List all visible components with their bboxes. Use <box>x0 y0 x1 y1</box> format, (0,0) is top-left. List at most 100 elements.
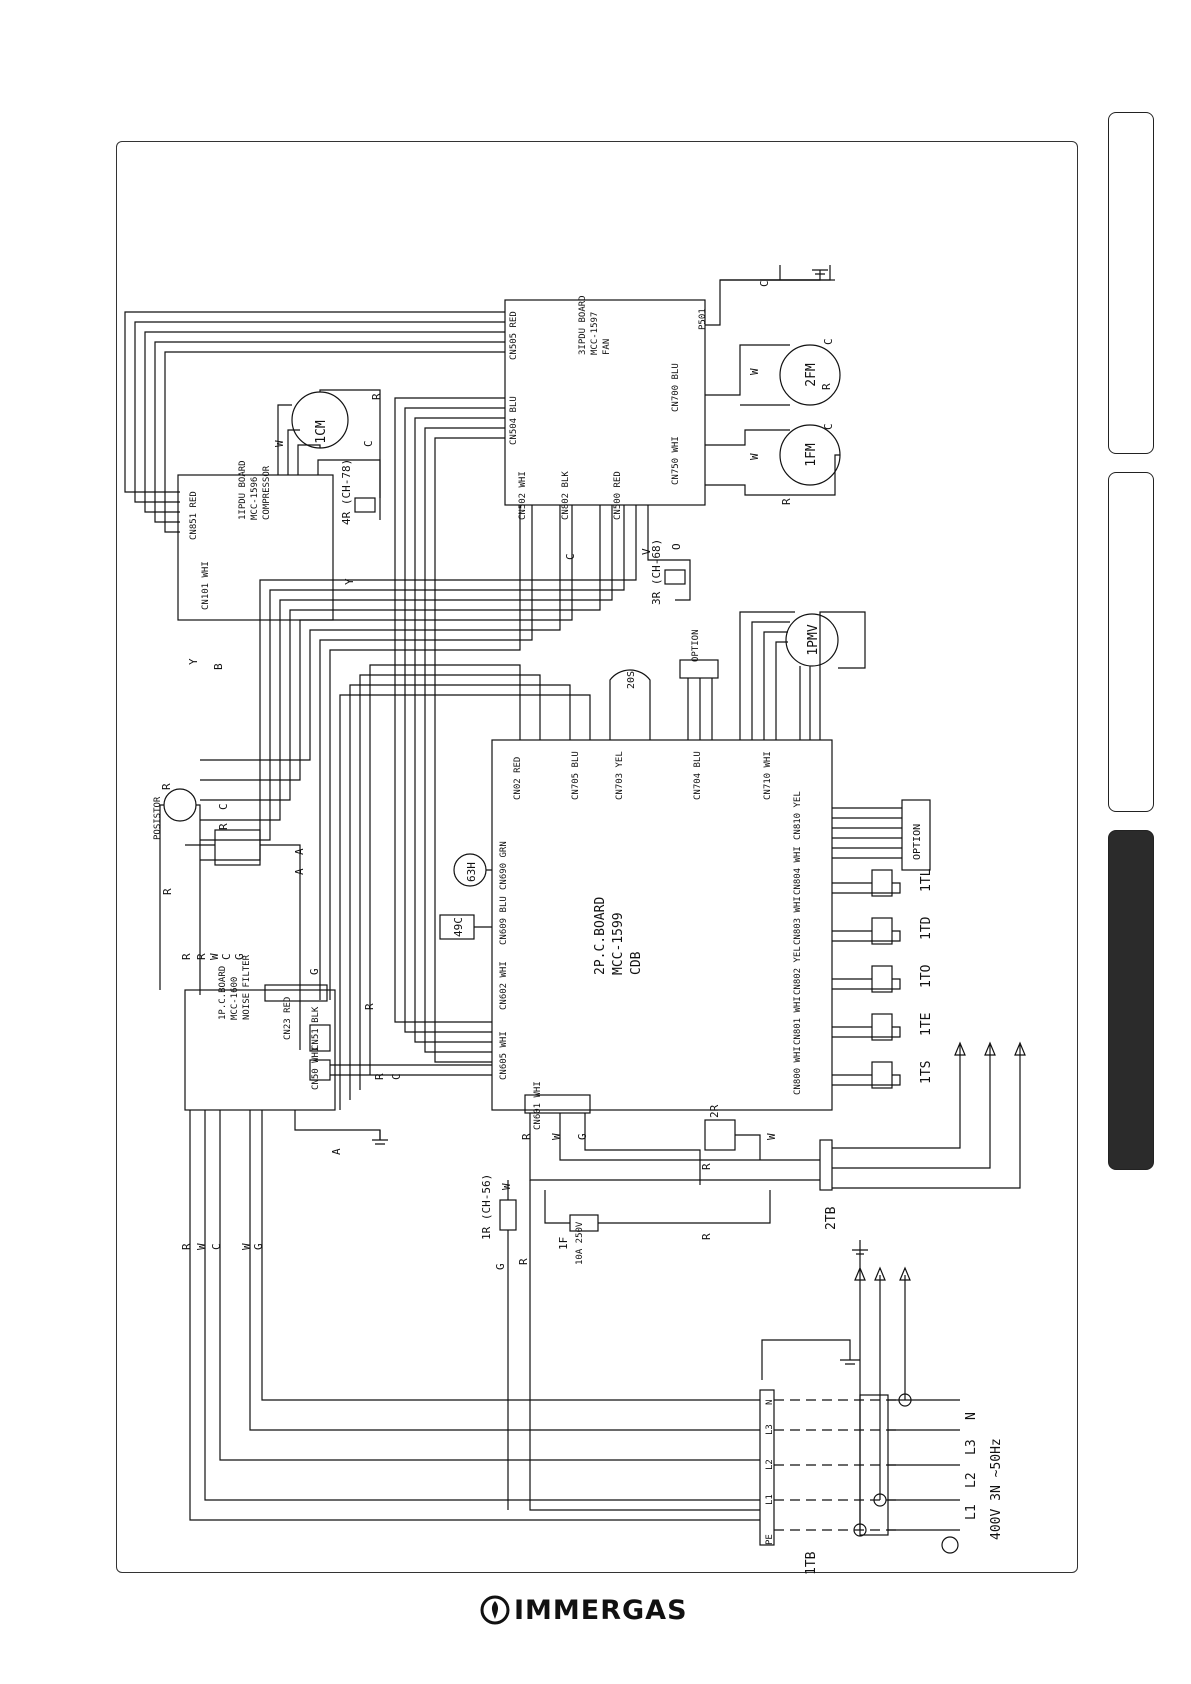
noise-filter-board-outline <box>184 989 336 1111</box>
switch-63h-label: 63H <box>465 862 478 882</box>
thermistor-1ts-label: 1TS <box>919 1061 934 1084</box>
wire-g-5: G <box>252 1243 265 1250</box>
wire-o-1: O <box>670 543 683 550</box>
wire-g-3: G <box>576 1133 589 1140</box>
cn704-label: CN704 BLU <box>693 751 703 800</box>
motor-1cm-label: 1CM <box>314 420 329 444</box>
option-2-label: OPTION <box>912 824 923 860</box>
motor-1fm-label: 1FM <box>804 443 819 467</box>
wire-r-7: R <box>180 953 193 960</box>
wire-g-4: G <box>494 1263 507 1270</box>
thermistor-1te-label: 1TE <box>919 1013 934 1036</box>
wire-y-1: Y <box>343 578 356 585</box>
terminal-l1: L1 <box>765 1494 775 1505</box>
cdb-board-model: MCC-1599 <box>611 912 626 975</box>
cdb-board-outline <box>491 739 833 1111</box>
cn803-label: CN803 WHI <box>793 896 803 945</box>
wire-a-3: A <box>330 1148 343 1155</box>
cdb-board-desc: CDB <box>629 951 644 975</box>
comp-board-model: MCC-1596 <box>250 477 260 520</box>
wire-r-14: R <box>517 1258 530 1265</box>
fan-board-model: MCC-1597 <box>590 312 600 355</box>
cn802-temp-label: CN802 YEL <box>793 946 803 995</box>
option-1-label: OPTION <box>691 629 701 662</box>
wire-c-2: C <box>564 553 577 560</box>
supply-voltage-label: 400V 3N ~50Hz <box>989 1438 1004 1540</box>
wire-r-4: R <box>160 783 173 790</box>
terminal-l3: L3 <box>765 1424 775 1435</box>
wire-r-15: R <box>180 1243 193 1250</box>
supply-l1: L1 <box>964 1504 979 1520</box>
terminal-2tb-label: 2TB <box>824 1206 839 1230</box>
brand-name: IMMERGAS <box>514 1594 688 1626</box>
wire-r-9: R <box>363 1003 376 1010</box>
pmv-label: 1PMV <box>806 624 821 655</box>
wire-w-3: W <box>748 453 761 460</box>
wire-w-4: W <box>208 953 221 960</box>
thermistor-1td-label: 1TD <box>919 916 934 940</box>
cn810-label: CN810 YEL <box>793 791 803 840</box>
supply-n: N <box>964 1412 979 1420</box>
wire-w-9: W <box>240 1243 253 1250</box>
heater-2r-label: 2R <box>708 1104 721 1118</box>
flame-logo-icon <box>480 1595 510 1625</box>
side-tab-1[interactable] <box>1108 112 1154 454</box>
wire-r-11: R <box>520 1133 533 1140</box>
switch-49c-label: 49C <box>452 917 465 937</box>
cn700-label: CN700 BLU <box>671 363 681 412</box>
wire-r-2: R <box>820 383 833 390</box>
posistor-label: POSISTOR <box>153 796 163 840</box>
wire-c-4: C <box>822 338 835 345</box>
cn703-label: CN703 YEL <box>615 751 625 800</box>
comp-board-desc: COMPRESSOR <box>262 465 272 520</box>
wire-c-7: C <box>220 953 233 960</box>
cn101-label: CN101 WHI <box>201 561 211 610</box>
compressor-board-outline <box>177 474 334 621</box>
heater-4r-label: 4R (CH-78) <box>340 459 353 525</box>
cn750-label: CN750 WHI <box>671 436 681 485</box>
nf-board-title: 1P.C.BOARD <box>218 966 228 1020</box>
fuse-rating-label: 10A 250V <box>575 1221 585 1265</box>
solenoid-20s-label: 20S <box>626 671 637 689</box>
wire-c-3: C <box>758 280 771 287</box>
wire-g-1: G <box>233 953 246 960</box>
diagram-frame <box>116 141 1078 1573</box>
cn02-label: CN02 RED <box>513 757 523 800</box>
cn851-label: CN851 RED <box>189 491 199 540</box>
wire-w-5: W <box>550 1133 563 1140</box>
side-tab-3-active[interactable] <box>1108 830 1154 1170</box>
cn23-label: CN23 RED <box>283 997 293 1040</box>
terminal-pe: PE <box>765 1534 775 1545</box>
nf-board-model: MCC-1600 <box>230 977 240 1020</box>
cn50-label: CN50 WHI <box>311 1047 321 1090</box>
side-tab-2[interactable] <box>1108 472 1154 812</box>
wire-r-10: R <box>373 1073 386 1080</box>
cn504-label: CN504 BLU <box>509 396 519 445</box>
cn605-label: CN605 WHI <box>499 1031 509 1080</box>
p501-label: P501 <box>698 308 708 330</box>
wire-g-2: G <box>308 968 321 975</box>
wire-r-8: R <box>195 953 208 960</box>
wire-w-8: W <box>195 1243 208 1250</box>
wire-c-6: C <box>217 803 230 810</box>
cn800-label: CN800 WHI <box>793 1046 803 1095</box>
wire-y-2: Y <box>187 658 200 665</box>
wire-c-5: C <box>822 423 835 430</box>
wire-r-5: R <box>161 888 174 895</box>
wire-c-1: C <box>362 440 375 447</box>
terminal-l2: L2 <box>765 1459 775 1470</box>
cn802-label: CN802 BLK <box>561 471 571 520</box>
wire-c-9: C <box>210 1243 223 1250</box>
terminal-1tb-label: 1TB <box>804 1551 819 1575</box>
wire-r-3: R <box>780 498 793 505</box>
wire-r-1: R <box>370 393 383 400</box>
heater-3r-label: 3R (CH-68) <box>650 539 663 605</box>
brand-logo: IMMERGAS <box>480 1592 720 1628</box>
motor-2fm-label: 2FM <box>804 363 819 387</box>
wire-w-1: W <box>273 440 286 447</box>
cn710-label: CN710 WHI <box>763 751 773 800</box>
cn705-label: CN705 BLU <box>571 751 581 800</box>
cn804-label: CN804 WHI <box>793 846 803 895</box>
terminal-n: N <box>765 1400 775 1405</box>
